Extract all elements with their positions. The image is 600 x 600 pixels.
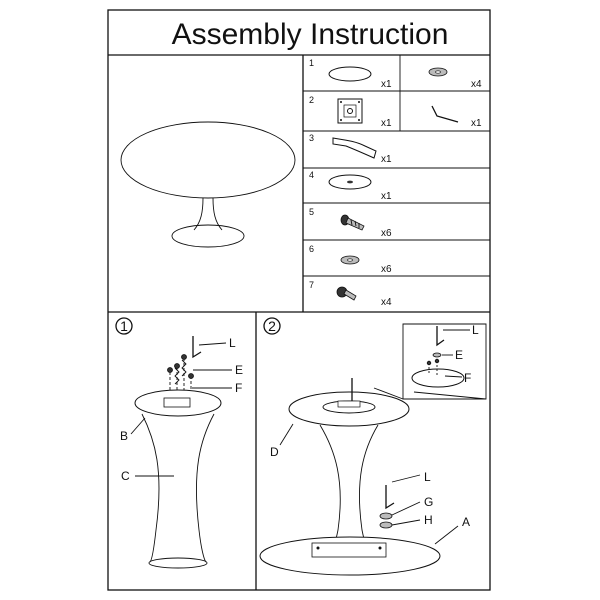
step-1-label-C: C [121,469,130,483]
part-number-6: 6 [309,244,314,254]
assembled-table-illustration [120,121,296,248]
step-2-illustration [259,378,441,576]
detail-inset [373,323,487,400]
table-top-part [328,66,372,82]
part-number-1: 1 [309,58,314,68]
svg-text:1: 1 [120,318,128,334]
mounting-plate-part [337,98,363,124]
part-2-quantity-a: x1 [381,118,392,129]
step-1-badge: 1 [115,317,133,335]
part-2-quantity-b: x1 [471,118,482,129]
step-2-label-G-line [391,501,421,516]
step-2-label-A: A [462,515,470,529]
step-1-label-L-line [198,342,227,346]
part-number-4: 4 [309,170,314,180]
step-1-label-E: E [235,363,243,377]
step-2-label-D: D [270,445,279,459]
part-4-quantity: x1 [381,191,392,202]
step-1-label-B-line [130,417,146,435]
part-number-3: 3 [309,133,314,143]
part-number-5: 5 [309,207,314,217]
parts-table-grid [303,55,490,277]
step-2-label-H-line [391,519,421,526]
step-1-illustration [134,336,222,569]
part-number-2: 2 [309,95,314,105]
step-2-label-D-line [279,423,294,446]
step-1-label-F: F [235,381,242,395]
sheet-border [107,9,491,591]
step-2-label-H: H [424,513,433,527]
allen-key-part [431,105,459,123]
part-1-quantity-b: x4 [471,79,482,90]
detail-label-F-line [444,375,463,378]
step-2-label-A-line [434,525,459,545]
detail-label-L: L [472,323,479,337]
part-number-7: 7 [309,280,314,290]
part-7-quantity: x4 [381,297,392,308]
step-2-label-L2-line [391,474,421,483]
base-disc-part [328,174,372,190]
step-1-label-L: L [229,336,236,350]
sheet-title: Assembly Instruction [172,18,449,51]
pedestal-base-part [332,137,377,159]
short-bolt-part [336,286,357,301]
part-5-quantity: x6 [381,228,392,239]
washer-part [428,67,448,77]
part-3-quantity: x1 [381,154,392,165]
flat-washer-part [340,255,360,265]
svg-text:2: 2 [268,318,276,334]
detail-label-F: F [464,371,471,385]
detail-label-E: E [455,348,463,362]
part-6-quantity: x6 [381,264,392,275]
long-bolt-part [340,214,365,231]
step-1-label-B: B [120,429,128,443]
step-2-label-G: G [424,495,433,509]
part-1-quantity-a: x1 [381,79,392,90]
step-2-label-L2: L [424,470,431,484]
step-2-badge: 2 [263,317,281,335]
